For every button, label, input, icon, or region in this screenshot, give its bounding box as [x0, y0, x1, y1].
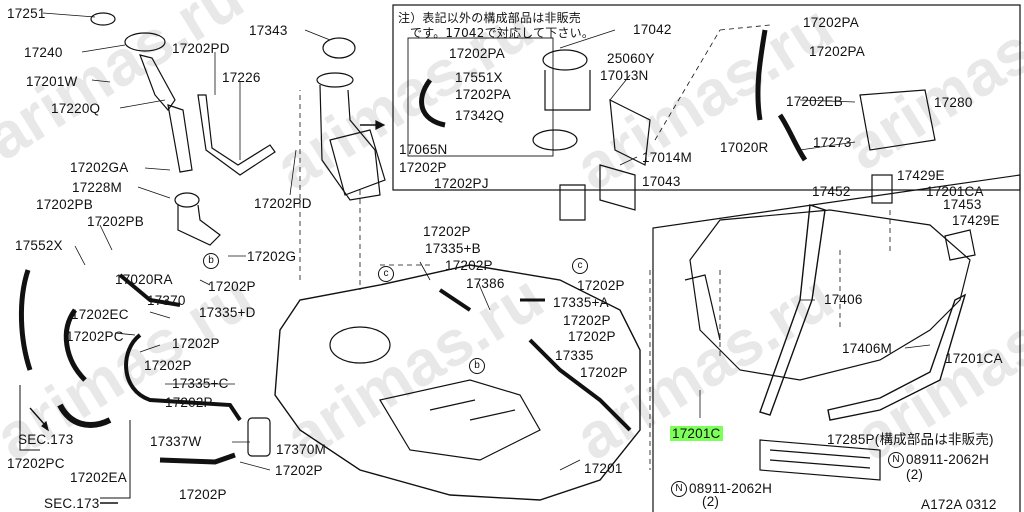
part-label-17014m: 17014M [642, 150, 692, 165]
part-label-17386: 17386 [466, 276, 505, 291]
note-not-sold-line1: 注）表記以外の構成部品は非販売 [398, 11, 582, 25]
part-label-17335-c: 17335+C [172, 376, 229, 391]
part-label-17453: 17453 [943, 197, 982, 212]
part-label-17202p: 17202P [172, 336, 220, 351]
part-label-17202p: 17202P [580, 365, 628, 380]
pump-subframe [407, 37, 554, 157]
part-label-17551x: 17551X [455, 70, 503, 85]
part-label-17013n: 17013N [600, 68, 649, 83]
section-ref-sec173[interactable]: SEC.173 [44, 496, 100, 511]
part-label-17202pa: 17202PA [449, 46, 505, 61]
circle-marker-b: b [469, 358, 485, 374]
part-label-17251: 17251 [7, 6, 46, 21]
part-label-17226: 17226 [222, 70, 261, 85]
part-label-17452: 17452 [812, 184, 851, 199]
part-label-08911-2062h: 08911-2062H [906, 452, 990, 467]
part-label-17202ga: 17202GA [70, 160, 129, 175]
part-label-17020r: 17020R [720, 140, 769, 155]
part-label-17202pa: 17202PA [455, 87, 511, 102]
part-label-17202p: 17202P [399, 160, 447, 175]
part-label-17201ca: 17201CA [945, 351, 1003, 366]
part-label-17202p: 17202P [563, 313, 611, 328]
part-label-17240: 17240 [24, 45, 63, 60]
part-label-17042: 17042 [633, 22, 672, 37]
part-label-17202p: 17202P [445, 258, 493, 273]
part-label-17020ra: 17020RA [115, 272, 173, 287]
part-label-17202pd: 17202PD [254, 196, 312, 211]
part-label-17429e: 17429E [952, 213, 1000, 228]
part-label-17202p: 17202P [423, 224, 471, 239]
fuel-tank-outline [274, 264, 641, 501]
part-label-17202p: 17202P [179, 487, 227, 502]
part-label-17335-a: 17335+A [553, 295, 609, 310]
right-inset-frame [652, 174, 1021, 512]
part-label-17202pc: 17202PC [7, 456, 65, 471]
part-label-17370m: 17370M [276, 442, 326, 457]
part-label-17370: 17370 [147, 293, 186, 308]
part-label-17202pc: 17202PC [66, 329, 124, 344]
part-label-17043: 17043 [642, 174, 681, 189]
circle-marker-c: c [378, 266, 394, 282]
part-label-17202pa: 17202PA [803, 15, 859, 30]
part-label-17228m: 17228M [72, 180, 122, 195]
diagram-code: A172A 0312 [921, 497, 997, 512]
part-label-17202ea: 17202EA [70, 470, 127, 485]
part-label-17335-d: 17335+D [199, 305, 256, 320]
part-label-17429e: 17429E [897, 168, 945, 183]
part-label-17337w: 17337W [150, 434, 202, 449]
part-label-25060y: 25060Y [607, 51, 655, 66]
note-not-sold-line2: です。17042で対応して下さい。 [410, 26, 595, 40]
part-label-17202pb: 17202PB [36, 197, 93, 212]
part-label-17273: 17273 [813, 135, 852, 150]
circle-marker-b: b [203, 253, 219, 269]
circle-marker-n: N [671, 481, 687, 497]
part-label-17065n: 17065N [399, 142, 448, 157]
part-label-17342q: 17342Q [455, 108, 505, 123]
part-label-17201w: 17201W [26, 74, 78, 89]
part-label-17202eb: 17202EB [786, 94, 843, 109]
part-label-17202p: 17202P [577, 278, 625, 293]
part-label-08911-2062h: 08911-2062H [689, 481, 773, 496]
part-qty: (2) [906, 467, 924, 482]
part-label-17202g: 17202G [247, 249, 297, 264]
part-label-17202p: 17202P [144, 358, 192, 373]
part-label-17220q: 17220Q [51, 101, 101, 116]
section-ref-sec173[interactable]: SEC.173 [18, 432, 74, 447]
circle-marker-n: N [888, 452, 904, 468]
part-label-17343: 17343 [249, 23, 288, 38]
part-label-17202ec: 17202EC [71, 307, 129, 322]
part-label-17202p: 17202P [568, 329, 616, 344]
part-label-17202p: 17202P [275, 463, 323, 478]
part-label-17202pa: 17202PA [809, 44, 865, 59]
circle-marker-c: c [572, 258, 588, 274]
part-label-17280: 17280 [934, 95, 973, 110]
part-label-17201: 17201 [584, 461, 623, 476]
part-label-17202p: 17202P [208, 279, 256, 294]
part-label-17335-b: 17335+B [425, 241, 481, 256]
part-label-17202p: 17202P [165, 395, 213, 410]
part-label-17201c-highlighted[interactable]: 17201C [670, 426, 723, 441]
upper-inset-frame [392, 4, 1021, 191]
part-label-17202pj: 17202PJ [434, 176, 489, 191]
part-qty: (2) [702, 494, 720, 509]
part-label-17335: 17335 [555, 348, 594, 363]
part-label-17406: 17406 [824, 292, 863, 307]
part-label-17552x: 17552X [15, 238, 63, 253]
part-label-17285p: 17285P(構成部品は非販売) [827, 432, 994, 447]
part-label-17201ca: 17201CA [926, 184, 984, 199]
part-label-17406m: 17406M [842, 341, 892, 356]
part-label-17202pd: 17202PD [172, 41, 230, 56]
part-label-17202pb: 17202PB [87, 214, 144, 229]
